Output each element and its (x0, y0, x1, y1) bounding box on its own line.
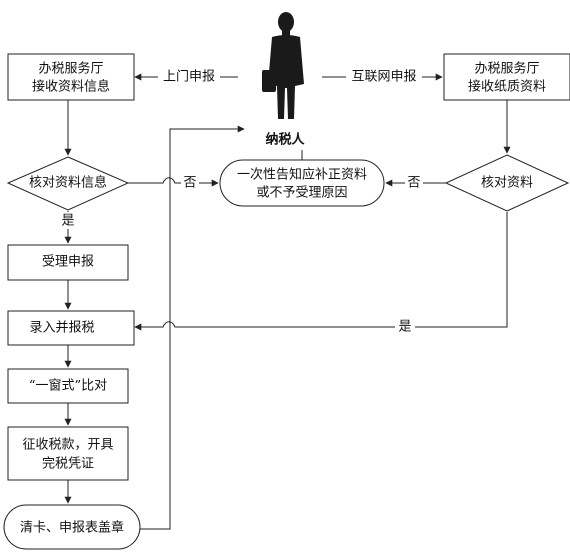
node-check-info-label: 核对资料信息 (29, 175, 107, 191)
node-accept (7, 244, 129, 281)
edge-no-left-label: 否 (183, 176, 196, 191)
node-hall-receive-paper-line2: 接收纸质资料 (468, 79, 546, 95)
node-collect (7, 426, 129, 481)
edge-no-left (128, 177, 219, 187)
node-entry (7, 310, 135, 346)
node-compare-label: “一窗式”比对 (29, 378, 107, 394)
node-check-docs (444, 154, 570, 212)
node-clear-label: 清卡、申报表盖章 (20, 520, 124, 536)
node-accept-label: 受理申报 (42, 255, 94, 270)
node-collect-line1: 征收税款，开具 (22, 438, 113, 453)
node-check-docs-label: 核对资料 (481, 176, 533, 191)
node-hall-receive-info-line1: 办税服务厅 (38, 61, 103, 77)
edge-yes-down-label-bg (58, 212, 78, 229)
edge-no-left-label-bg (181, 174, 199, 192)
node-hall-receive-info (7, 53, 135, 101)
node-notify-line1: 一次性告知应补正资料 (237, 167, 367, 183)
taxpayer-label: 纳税人 (265, 132, 305, 148)
edge-onsite-label-bg (158, 68, 220, 86)
node-clear (3, 504, 141, 550)
taxpayer-figure-icon (262, 12, 304, 119)
node-check-info (6, 156, 130, 211)
edge-no-right-label: 否 (407, 176, 420, 191)
node-hall-receive-info-line2: 接收资料信息 (32, 79, 110, 95)
node-notify-line2: 或不予受理原因 (256, 186, 347, 201)
edge-onsite-label: 上门申报 (163, 70, 215, 85)
node-entry-label: 录入并报税 (29, 321, 94, 336)
node-hall-receive-paper-line1: 办税服务厅 (474, 61, 539, 77)
node-notify (219, 159, 385, 207)
edge-yes-down-label: 是 (61, 214, 74, 229)
edge-no-right-label-bg (405, 174, 423, 192)
node-hall-receive-paper (443, 53, 570, 101)
edge-yes-right (134, 212, 508, 331)
node-compare (7, 368, 129, 404)
edge-internet-label: 互联网申报 (351, 70, 416, 85)
edge-clear-to-taxpayer (140, 125, 245, 530)
edge-internet-label-bg (346, 68, 422, 86)
edge-yes-right-label-bg (395, 318, 415, 336)
edge-yes-right-label: 是 (398, 320, 411, 335)
node-collect-line2: 完税凭证 (42, 457, 94, 472)
